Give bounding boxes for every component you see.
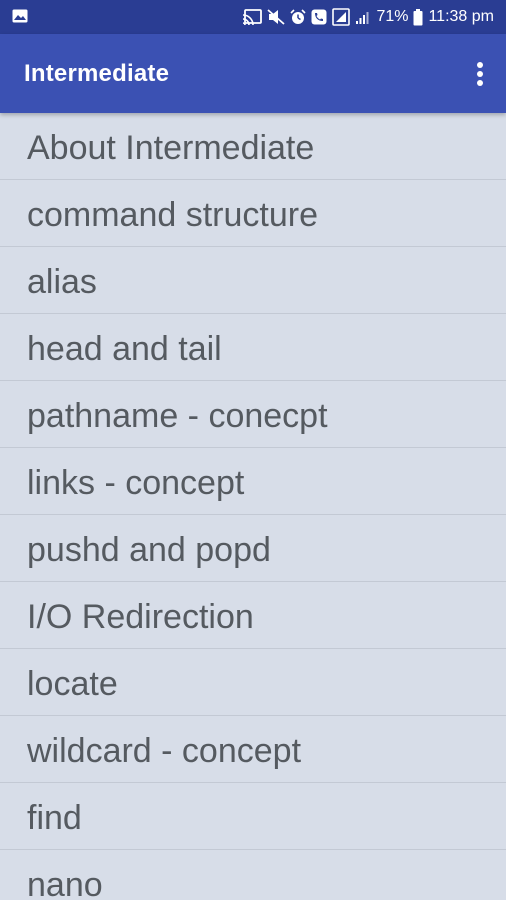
list-item-label: head and tail [27, 330, 222, 368]
list-item-label: I/O Redirection [27, 598, 254, 636]
battery-icon [413, 8, 423, 26]
list-item-label: nano [27, 866, 103, 900]
list-item-label: alias [27, 263, 97, 301]
list-item[interactable]: nano [0, 850, 506, 900]
image-icon [12, 9, 28, 23]
list-item[interactable]: locate [0, 649, 506, 716]
call-icon [311, 9, 327, 25]
list-item-label: wildcard - concept [27, 732, 302, 770]
mute-icon [267, 9, 286, 25]
battery-percent: 71% [376, 8, 409, 25]
cast-icon [242, 9, 263, 25]
list-item[interactable]: alias [0, 247, 506, 314]
app-title: Intermediate [24, 60, 170, 87]
alarm-icon [290, 9, 307, 25]
list-item[interactable]: links - concept [0, 448, 506, 515]
more-vert-icon [477, 62, 483, 86]
topic-list[interactable]: About Intermediate command structure ali… [0, 113, 506, 900]
app-bar: Intermediate [0, 34, 506, 113]
list-item[interactable]: command structure [0, 180, 506, 247]
list-item[interactable]: head and tail [0, 314, 506, 381]
list-item-label: links - concept [27, 464, 245, 502]
status-icons: 71% 11:38 pm [242, 0, 494, 34]
list-item[interactable]: pushd and popd [0, 515, 506, 582]
list-item-label: locate [27, 665, 118, 703]
status-bar: 71% 11:38 pm [0, 0, 506, 34]
list-item[interactable]: find [0, 783, 506, 850]
list-item-label: About Intermediate [27, 129, 315, 167]
list-item[interactable]: pathname - conecpt [0, 381, 506, 448]
clock: 11:38 pm [428, 8, 494, 25]
list-item[interactable]: I/O Redirection [0, 582, 506, 649]
list-item[interactable]: wildcard - concept [0, 716, 506, 783]
list-item[interactable]: About Intermediate [0, 113, 506, 180]
list-item-label: pushd and popd [27, 531, 271, 569]
list-item-label: command structure [27, 196, 318, 234]
list-item-label: find [27, 799, 82, 837]
overflow-menu-button[interactable] [466, 54, 494, 94]
list-item-label: pathname - conecpt [27, 397, 328, 435]
signal-icon [355, 9, 371, 25]
sim-icon [332, 8, 351, 26]
